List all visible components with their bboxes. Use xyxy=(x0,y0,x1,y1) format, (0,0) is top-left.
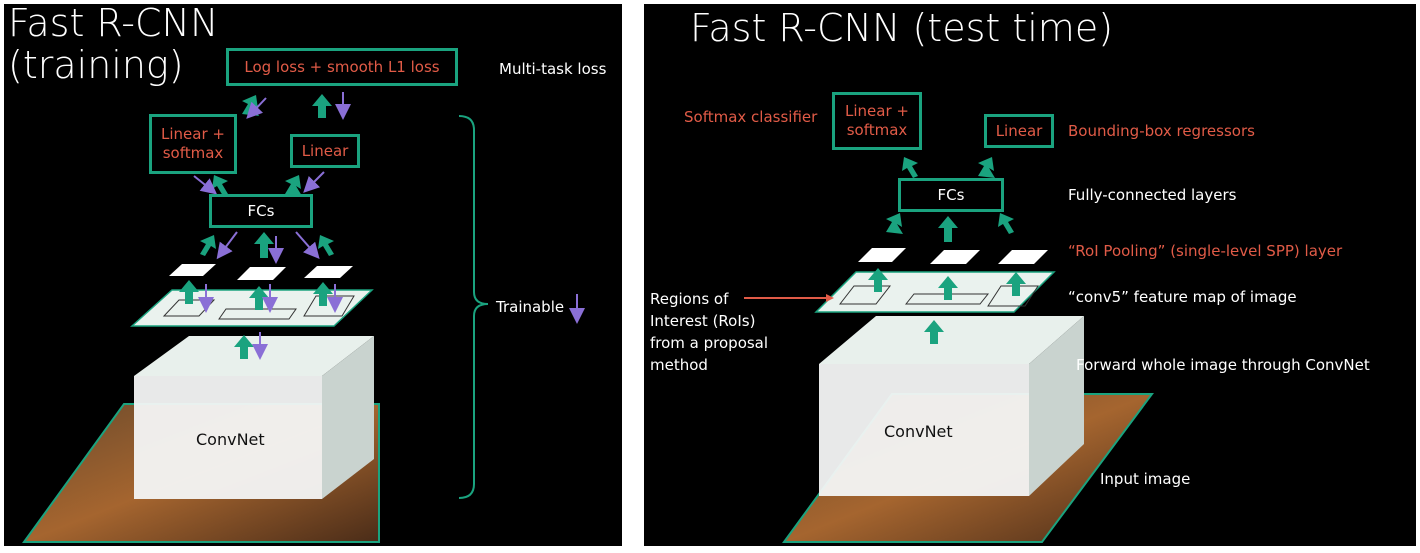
test-time-diagram-panel: Fast R-CNN (test time) Softmax classifie… xyxy=(644,4,1416,546)
roi-rect-2 xyxy=(904,293,990,305)
regions-line3: from a proposal xyxy=(650,334,769,352)
roi-pool-plane-3 xyxy=(304,266,353,278)
softmax-classifier-label: Softmax classifier xyxy=(684,108,818,126)
multi-task-loss-label: Multi-task loss xyxy=(499,60,607,78)
convnet-top-face xyxy=(819,316,1084,364)
roi-pool-plane-3 xyxy=(998,250,1048,264)
roi-rect-1 xyxy=(162,299,216,317)
convnet-front-face xyxy=(819,364,1029,496)
right-title: Fast R-CNN (test time) xyxy=(690,6,1114,50)
roi-pool-plane-2 xyxy=(237,267,286,280)
convnet-side-face xyxy=(322,336,374,499)
training-diagram-graphics xyxy=(22,92,585,543)
linear-softmax-box: Linear + softmax xyxy=(149,114,237,174)
bbox-regressors-label: Bounding-box regressors xyxy=(1068,122,1255,140)
test-diagram-graphics xyxy=(744,157,1154,543)
fully-connected-label: Fully-connected layers xyxy=(1068,186,1237,204)
fcs-box: FCs xyxy=(209,194,313,228)
linear-softmax-box: Linear + softmax xyxy=(832,92,922,150)
regions-line4: method xyxy=(650,356,708,374)
left-title-line1: Fast R-CNN xyxy=(8,4,219,45)
convnet-front-face xyxy=(134,376,322,499)
loss-box: Log loss + smooth L1 loss xyxy=(226,48,458,86)
forward-label: Forward whole image through ConvNet xyxy=(1076,356,1370,374)
roi-rect-1 xyxy=(838,285,892,305)
roi-pool-plane-1 xyxy=(858,248,906,262)
regions-line1: Regions of xyxy=(650,290,729,308)
roi-pool-plane-1 xyxy=(169,264,216,276)
trainable-bracket xyxy=(458,115,489,499)
conv5-label: “conv5” feature map of image xyxy=(1068,288,1297,306)
linear-softmax-line1: Linear + xyxy=(161,125,225,143)
regions-pointer-head xyxy=(826,294,834,302)
roi-pool-plane-2 xyxy=(930,250,980,264)
fcs-box: FCs xyxy=(898,178,1004,212)
regions-line2: Interest (RoIs) xyxy=(650,312,756,330)
convnet-side-face xyxy=(1029,316,1084,496)
left-convnet-label: ConvNet xyxy=(196,430,265,449)
roi-rect-2 xyxy=(218,308,297,320)
linear-softmax-line2: softmax xyxy=(162,144,224,162)
linear-softmax-line2: softmax xyxy=(846,121,908,139)
roi-pooling-label: “RoI Pooling” (single-level SPP) layer xyxy=(1068,242,1343,260)
roi-rect-3 xyxy=(987,285,1039,307)
forward-arrows xyxy=(868,157,1026,344)
input-image-label: Input image xyxy=(1100,470,1191,488)
linear-box: Linear xyxy=(984,114,1054,148)
linear-box: Linear xyxy=(290,134,360,168)
right-convnet-label: ConvNet xyxy=(884,422,953,441)
training-diagram-panel: Fast R-CNN (training) Log loss + smooth … xyxy=(4,4,622,546)
roi-rect-3 xyxy=(303,295,355,317)
linear-softmax-line1: Linear + xyxy=(845,102,909,120)
left-title-line2: (training) xyxy=(8,43,184,87)
trainable-label: Trainable xyxy=(496,298,565,316)
backward-arrows xyxy=(193,92,351,360)
